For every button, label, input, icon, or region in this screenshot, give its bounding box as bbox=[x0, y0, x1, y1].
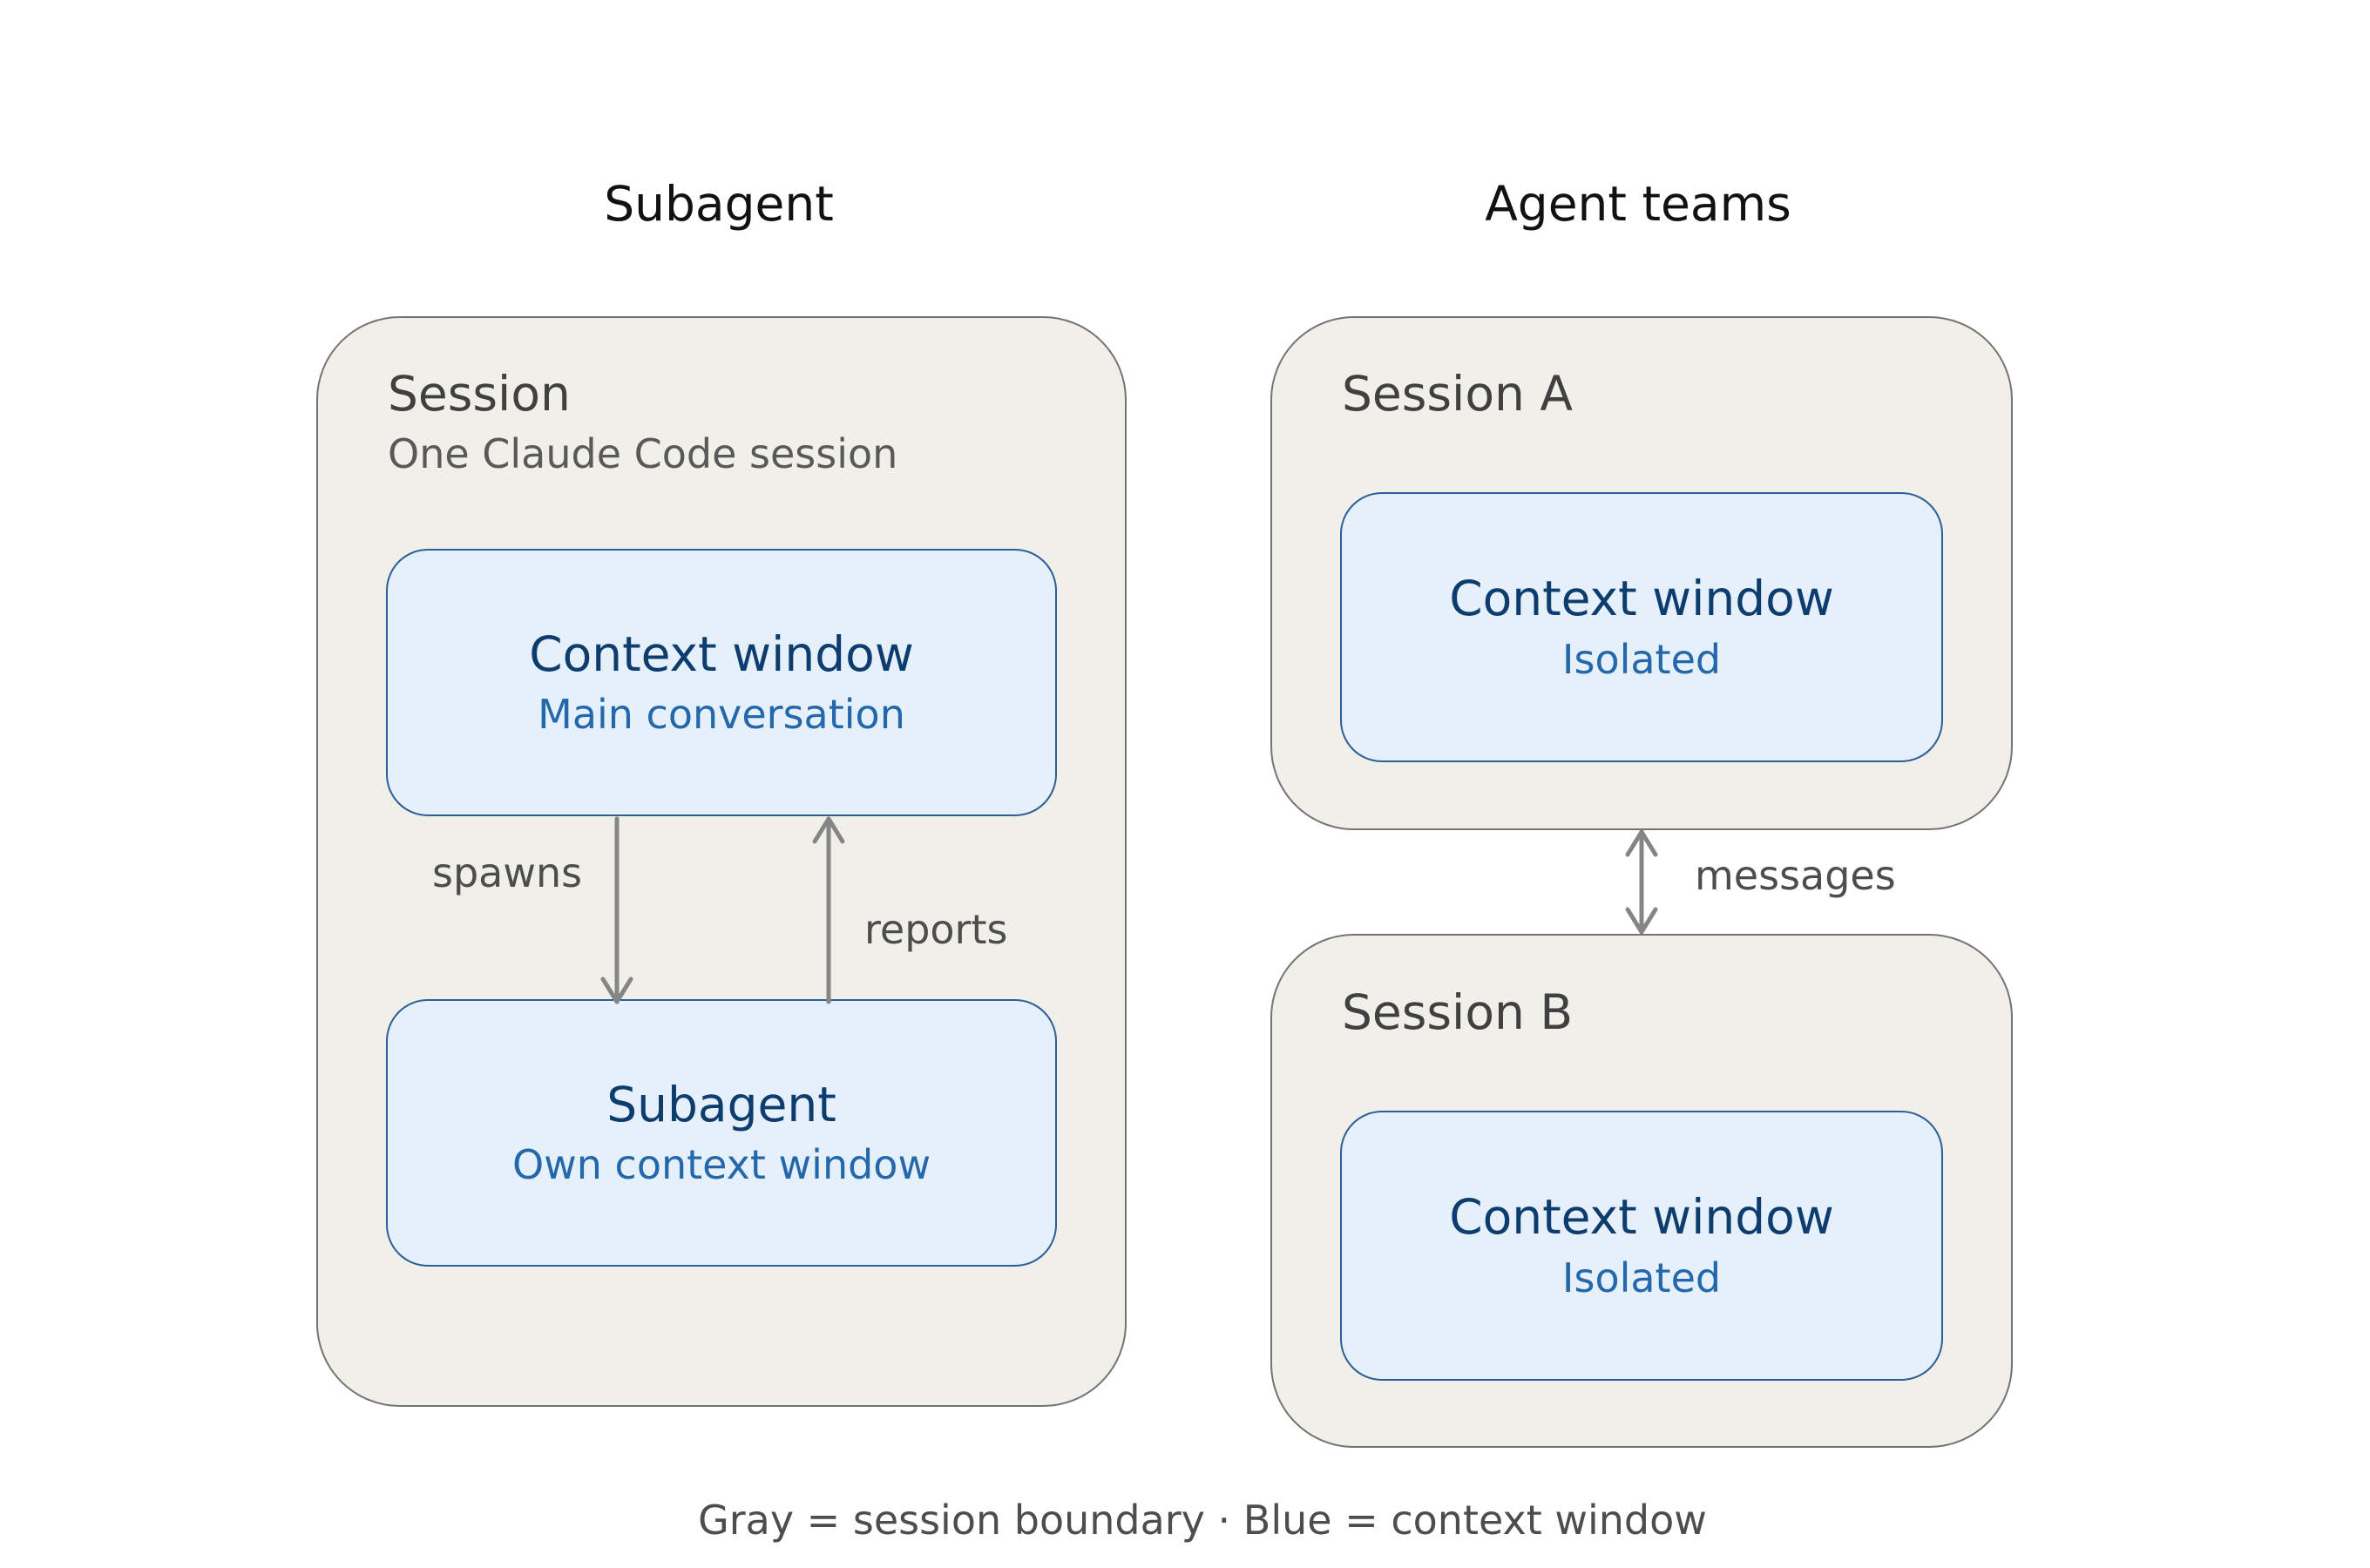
legend-caption: Gray = session boundary · Blue = context… bbox=[698, 1497, 1707, 1544]
subagent-column-title: Subagent bbox=[604, 176, 834, 232]
session-a-context-window-box: Context window Isolated bbox=[1340, 492, 1943, 762]
session-a-context-window-title: Context window bbox=[1449, 571, 1834, 627]
subagent-context-box: Subagent Own context window bbox=[386, 999, 1057, 1267]
session-a-title: Session A bbox=[1342, 366, 1573, 422]
reports-arrow bbox=[812, 816, 845, 1004]
session-b-context-window-subtitle: Isolated bbox=[1561, 1254, 1722, 1301]
main-context-window-title: Context window bbox=[529, 625, 914, 682]
main-context-window-subtitle: Main conversation bbox=[538, 691, 905, 739]
subagent-box-title: Subagent bbox=[606, 1076, 836, 1132]
agent-teams-column-title: Agent teams bbox=[1485, 176, 1791, 232]
session-title: Session bbox=[388, 366, 571, 422]
session-b-context-window-title: Context window bbox=[1449, 1189, 1834, 1246]
spawns-arrow bbox=[600, 816, 633, 1004]
messages-arrow bbox=[1625, 829, 1658, 935]
messages-label: messages bbox=[1695, 852, 1896, 899]
subagent-box-subtitle: Own context window bbox=[511, 1141, 931, 1189]
session-subtitle: One Claude Code session bbox=[388, 430, 898, 477]
spawns-label: spawns bbox=[432, 849, 583, 896]
reports-label: reports bbox=[864, 906, 1008, 953]
session-b-title: Session B bbox=[1342, 984, 1574, 1040]
session-a-context-window-subtitle: Isolated bbox=[1561, 635, 1722, 683]
main-context-window-box: Context window Main conversation bbox=[386, 549, 1057, 816]
session-b-context-window-box: Context window Isolated bbox=[1340, 1111, 1943, 1381]
